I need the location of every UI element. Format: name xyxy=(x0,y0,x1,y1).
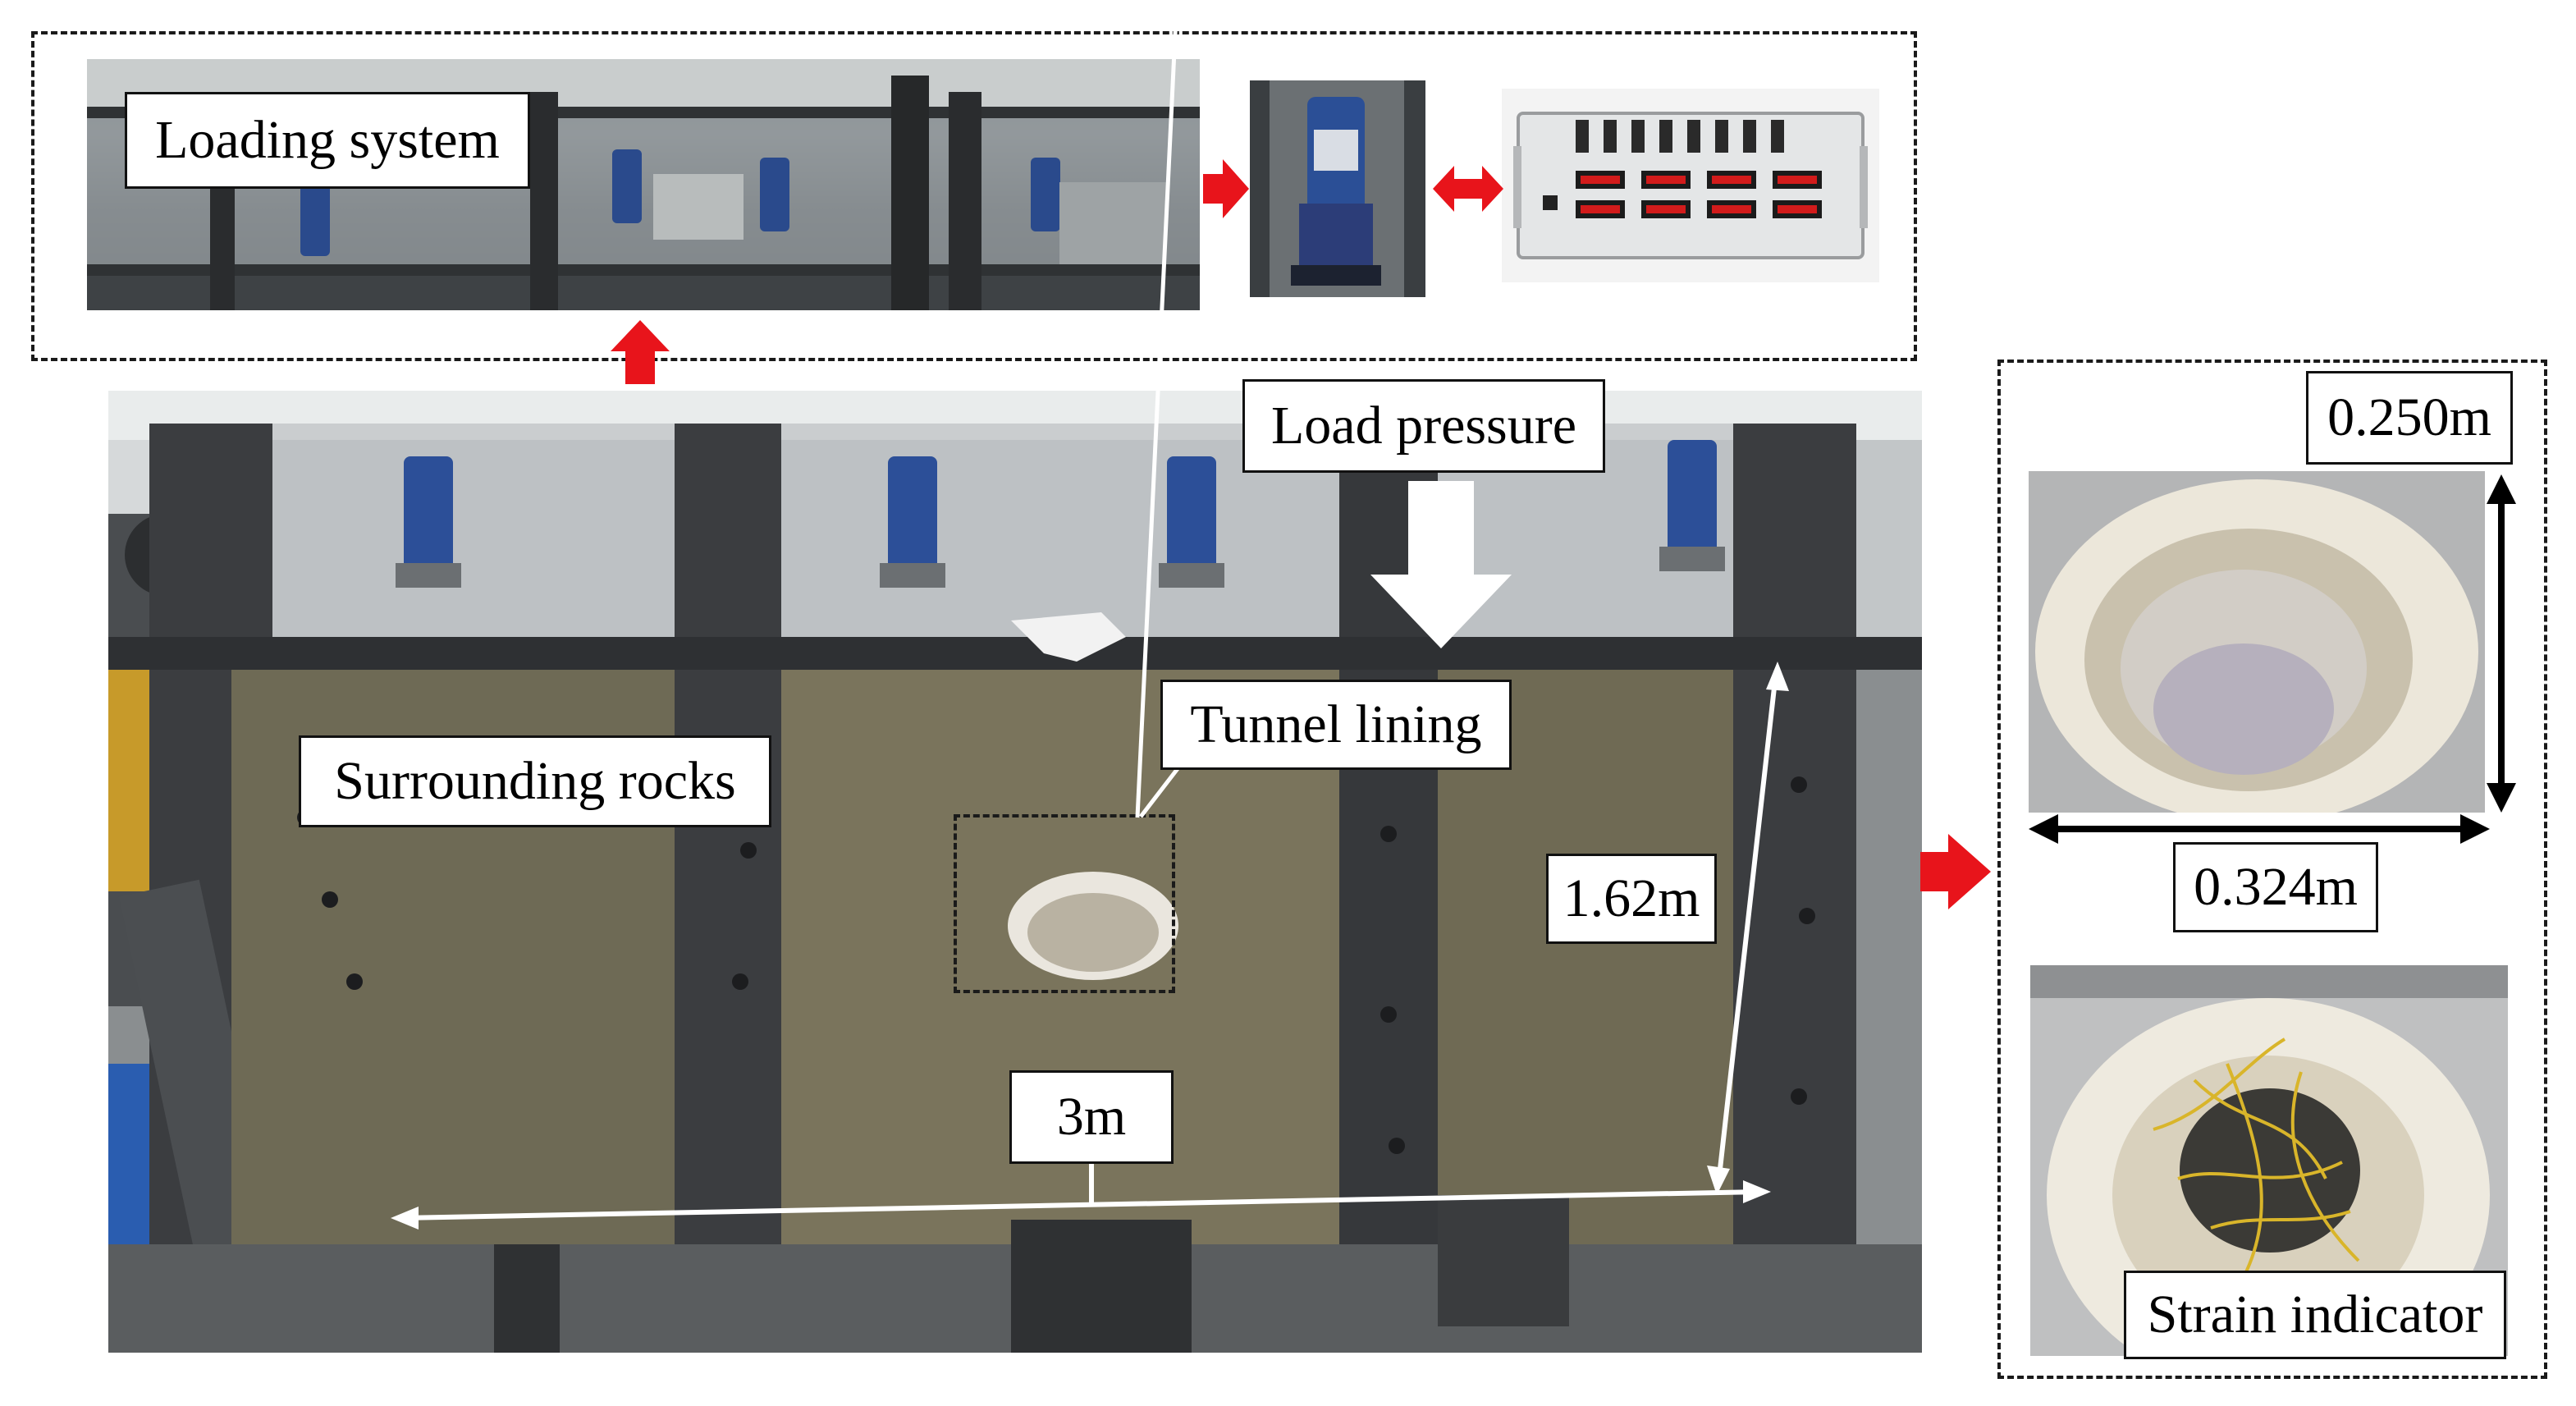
hydraulic-jack-art xyxy=(1250,80,1425,297)
lining-specimen-art xyxy=(2029,471,2485,813)
lining-height-label: 0.250m xyxy=(2306,371,2513,465)
height-dimension-label: 1.62m xyxy=(1546,854,1717,944)
lining-width-label: 0.324m xyxy=(2173,842,2378,932)
load-pressure-label: Load pressure xyxy=(1242,379,1605,473)
lining-specimen-panel xyxy=(1997,360,2547,1379)
loading-system-panel xyxy=(31,31,1917,361)
strain-indicator-label: Strain indicator xyxy=(2124,1271,2506,1359)
tunnel-lining-highlight xyxy=(954,814,1175,993)
width-dimension-label: 3m xyxy=(1009,1070,1174,1164)
tunnel-lining-label: Tunnel lining xyxy=(1160,680,1512,770)
hydraulic-jack-photo xyxy=(1250,80,1425,297)
loading-system-label: Loading system xyxy=(125,92,530,189)
surrounding-rocks-label: Surrounding rocks xyxy=(299,735,771,827)
strain-indicator-art xyxy=(2030,965,2508,1356)
arrow-right-icon-2 xyxy=(1920,834,1991,909)
acquisition-device-art xyxy=(1513,112,1868,259)
acquisition-device-photo xyxy=(1502,89,1879,282)
lining-specimen-photo xyxy=(2029,471,2485,813)
